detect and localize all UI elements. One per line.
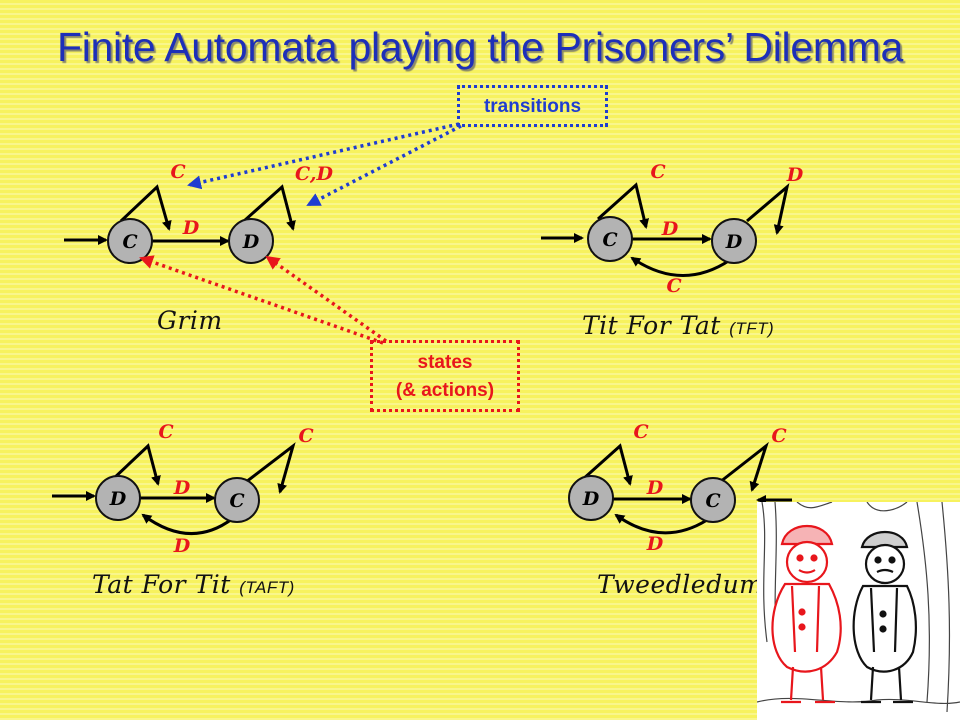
states-callout: states (& actions) [370, 340, 520, 412]
tweedledum-state-c-label: C [705, 490, 720, 512]
tft-self-loop-c [596, 182, 650, 229]
taft-abbr: (TAFT) [239, 578, 295, 597]
twin-red-figure [771, 524, 842, 704]
states-pointer-grim-d [265, 255, 388, 343]
twin-black-figure [852, 531, 917, 704]
tft-name: Tit For Tat (TFT) [582, 311, 774, 340]
tweedledum-self-loop-first [580, 443, 633, 486]
slide-title: Finite Automata playing the Prisoners’ D… [56, 24, 904, 70]
taft-name: Tat For Tit (TAFT) [92, 570, 295, 599]
tft-automaton: C D C D D C [541, 161, 804, 297]
grim-state-d [228, 218, 274, 264]
tweedledum-state-c [690, 477, 736, 523]
taft-automaton: D C C D C D [52, 421, 314, 557]
taft-state-c-label: C [229, 490, 244, 512]
grim-self-loop-c [119, 184, 172, 231]
grim-automaton: C D C D C,D [64, 161, 333, 264]
tweedledum-state-d [568, 475, 614, 521]
tft-state-c-label: C [602, 229, 617, 251]
transitions-pointers [187, 122, 462, 207]
taft-state-d [95, 475, 141, 521]
taft-label-back: D [173, 535, 191, 557]
grim-self-loop-d [242, 184, 296, 231]
tft-self-loop-d [746, 182, 790, 235]
taft-label-self-first: C [158, 421, 173, 443]
taft-state-c [214, 477, 260, 523]
tft-label-self-d: D [786, 164, 804, 186]
tft-label-self-c: C [650, 161, 665, 183]
taft-name-text: Tat For Tit [92, 570, 231, 599]
tweedledum-edge-c-to-d [614, 513, 708, 535]
transitions-pointer-grim-d [306, 124, 462, 207]
tft-abbr: (TFT) [729, 319, 775, 338]
grim-name: Grim [157, 306, 223, 335]
grim-name-text: Grim [157, 306, 223, 335]
grim-label-self-c: C [170, 161, 185, 183]
states-callout-line2: (& actions) [395, 380, 495, 401]
tft-state-c [587, 216, 633, 262]
taft-label-self-second: C [298, 425, 313, 447]
tweedledum-label-back: D [646, 533, 664, 555]
tweedledum-name: Tweedledum [597, 570, 763, 599]
taft-state-d-label: D [109, 488, 127, 510]
grim-label-self-d: C,D [295, 163, 333, 185]
states-callout-line1: states [417, 352, 473, 373]
tweedledum-label-forward: D [646, 477, 664, 499]
tweedledum-automaton: D C C D C D [568, 421, 792, 555]
states-pointer-grim-c [139, 255, 384, 345]
taft-self-loop-d [245, 442, 296, 494]
tft-name-text: Tit For Tat [582, 311, 721, 340]
transitions-callout-text: transitions [483, 96, 582, 117]
states-pointers [139, 255, 388, 345]
taft-edge-c-to-d [141, 513, 233, 536]
grim-state-d-label: D [242, 231, 260, 253]
tft-state-d-label: D [725, 231, 743, 253]
tweedledum-label-self-first: C [633, 421, 648, 443]
grim-state-c-label: C [122, 231, 137, 253]
taft-self-loop-c [110, 443, 161, 486]
grim-state-c [107, 218, 153, 264]
tft-label-back: C [666, 275, 681, 297]
tft-state-d [711, 218, 757, 264]
tweedledum-state-d-label: D [582, 488, 600, 510]
taft-label-forward: D [173, 477, 191, 499]
tweedledum-self-loop-second [719, 441, 769, 492]
transitions-callout: transitions [457, 85, 608, 127]
tweedle-twins-illustration-svg [756, 501, 960, 713]
grim-label-forward: D [182, 217, 200, 239]
tft-edge-d-to-c [630, 256, 731, 277]
tft-label-forward: D [661, 218, 679, 240]
tweedledum-label-self-second: C [771, 425, 786, 447]
tweedledum-name-text: Tweedledum [597, 570, 764, 599]
tweedle-twins-illustration [756, 501, 960, 720]
